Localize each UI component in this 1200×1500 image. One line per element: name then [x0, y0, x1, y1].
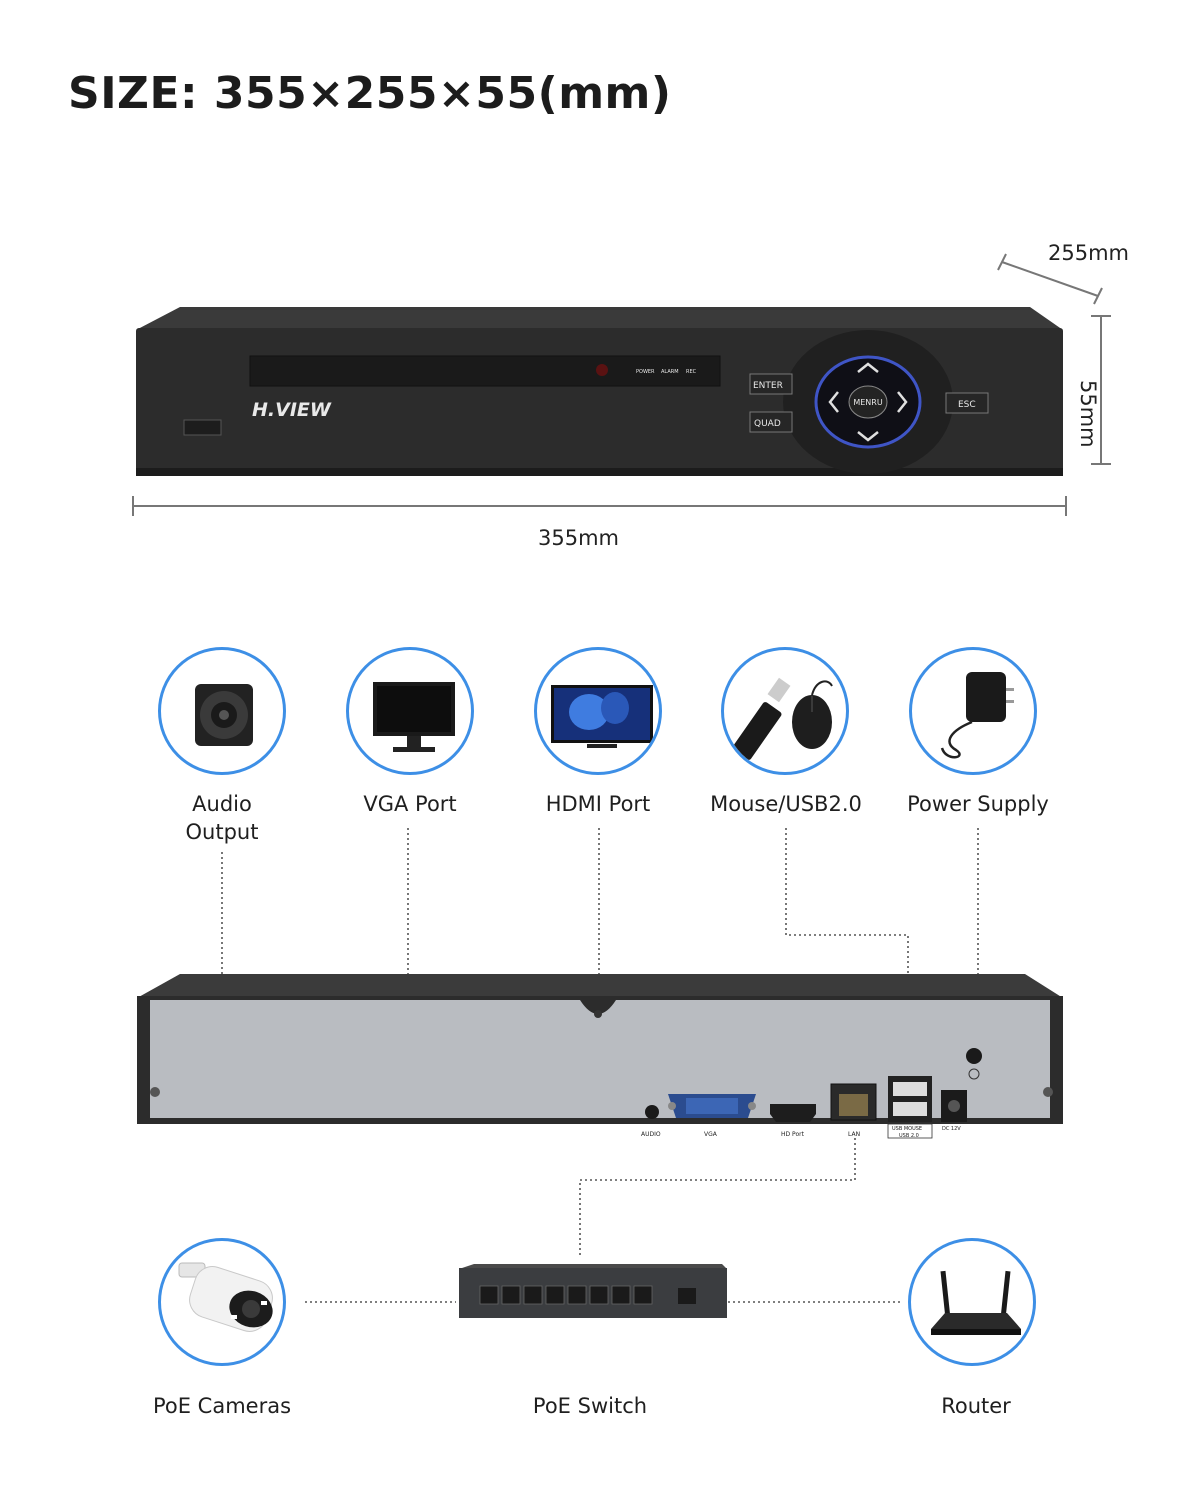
lan-port-label: LAN [848, 1131, 860, 1138]
page-title: SIZE: 355×255×55(mm) [68, 68, 672, 119]
width-dimension [132, 496, 1067, 516]
hdmi-port-device-label: HDMI Port [545, 792, 651, 816]
ground-screw [966, 1048, 982, 1064]
quad-button-label: QUAD [754, 419, 781, 429]
poe-cameras-label: PoE Cameras [152, 1394, 292, 1418]
indicator-alarm: ALARM [661, 369, 679, 375]
vga-line [407, 828, 668, 1103]
usb-mouse-circle [721, 647, 849, 775]
power-adapter-circle [909, 647, 1037, 775]
brand-logo: H.VIEW [252, 399, 332, 421]
enter-button[interactable] [749, 373, 793, 395]
menu-button[interactable]: MENRU [853, 398, 883, 407]
mouse-usb-label: Mouse/USB2.0 [710, 792, 862, 816]
speaker-circle [158, 647, 286, 775]
audio-port[interactable] [645, 1105, 659, 1119]
ir-sensor [596, 364, 608, 376]
height-dimension [1091, 315, 1111, 465]
camera-icon [178, 1262, 273, 1332]
depth-label: 255mm [1048, 241, 1129, 265]
vga-port-label: VGA [704, 1131, 718, 1138]
quad-button[interactable] [749, 411, 793, 433]
tv-icon [551, 685, 653, 748]
switch-icon [459, 1264, 727, 1318]
power-supply-label: Power Supply [907, 792, 1049, 816]
esc-button[interactable] [945, 392, 989, 414]
vga-port-device-label: VGA Port [363, 792, 457, 816]
indicator-rec: REC [686, 369, 697, 375]
depth-dimension [997, 253, 1103, 305]
monitor-circle [346, 647, 474, 775]
monitor-icon [373, 682, 455, 752]
nvr-front: POWER ALARM REC H.VIEW MENRU ENTER QUAD … [136, 307, 1063, 476]
camera-circle [158, 1238, 286, 1366]
router-circle [908, 1238, 1036, 1366]
front-view: POWER ALARM REC H.VIEW MENRU ENTER QUAD … [132, 253, 1111, 516]
enter-button-label: ENTER [753, 381, 783, 391]
hdmi-port[interactable] [770, 1104, 816, 1122]
indicator-power: POWER [636, 369, 655, 375]
usb-mouse-icon [732, 677, 833, 760]
router-label: Router [941, 1394, 1011, 1418]
usb-label-2: USB 2.0 [899, 1133, 919, 1139]
lan-line [579, 1138, 856, 1255]
speaker-icon [195, 684, 253, 746]
power-adapter-icon [940, 672, 1014, 759]
hdmi-port-label: HD Port [781, 1131, 805, 1138]
usb-label-1: USB MOUSE [892, 1126, 922, 1132]
dc-port-label: DC 12V [942, 1126, 961, 1132]
esc-button-label: ESC [958, 400, 976, 410]
router-icon [931, 1270, 1021, 1335]
rear-view: AUDIO VGA HD Port LAN USB MOUSE USB 2.0 … [137, 974, 1063, 1139]
tv-circle [534, 647, 662, 775]
front-slot [183, 419, 222, 436]
audio-port-label: AUDIO [641, 1131, 661, 1138]
width-label: 355mm [538, 526, 619, 550]
poe-switch-label: PoE Switch [532, 1394, 648, 1418]
